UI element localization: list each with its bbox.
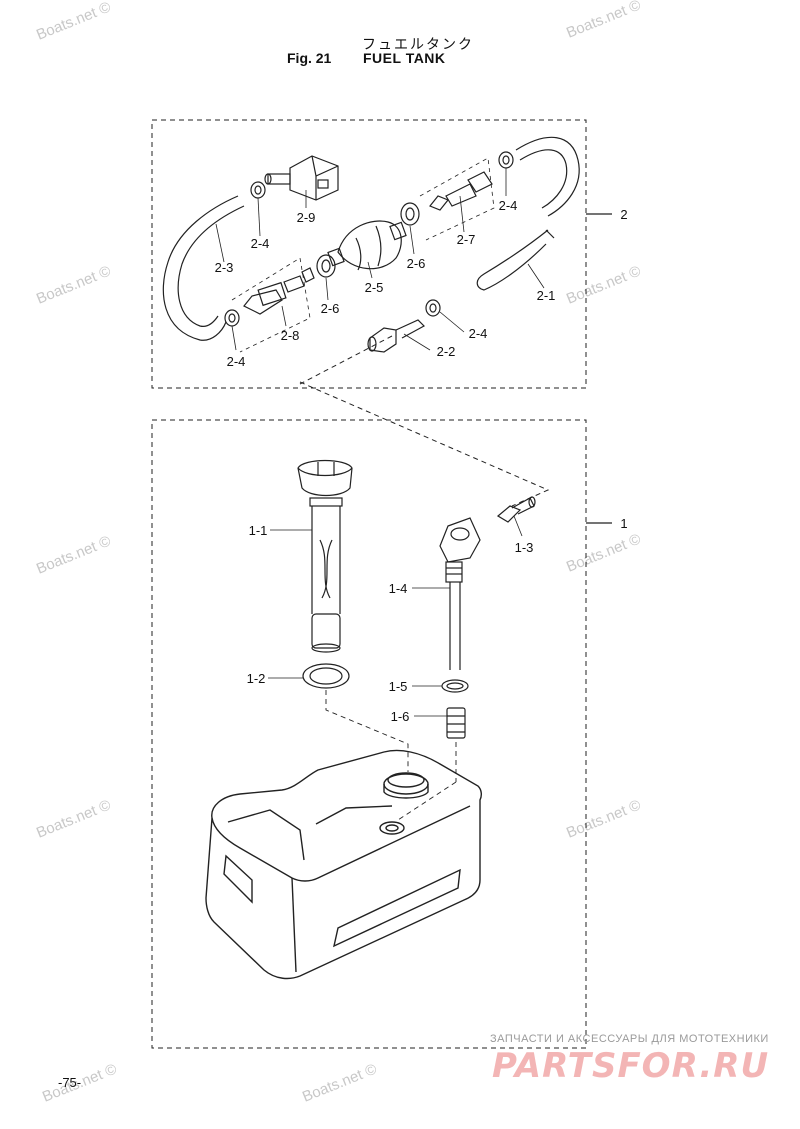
- callout-2-4: 2-4: [469, 326, 488, 341]
- part-2-4-clamp: [250, 181, 266, 199]
- part-2-3-hose: [162, 195, 245, 341]
- part-1-3-fitting: [496, 496, 536, 523]
- part-2-6-ring: [316, 254, 336, 278]
- part-2-6-ring: [400, 202, 420, 226]
- callout-2-3: 2-3: [215, 260, 234, 275]
- brand-tagline: ЗАПЧАСТИ И АКСЕССУАРЫ ДЛЯ МОТОТЕХНИКИ: [490, 1033, 769, 1045]
- title-japanese: フュエルタンク: [362, 37, 474, 53]
- figure-number: Fig. 21: [287, 50, 332, 66]
- part-2-4-clamp: [224, 309, 240, 327]
- callout-group-1: 1: [620, 516, 627, 531]
- part-2-9-connector: [264, 155, 339, 201]
- callout-2-8: 2-8: [281, 328, 300, 343]
- callout-1-1: 1-1: [249, 523, 268, 538]
- part-1-1-cap-gauge: [297, 459, 353, 653]
- part-2-2-connector: [367, 319, 425, 353]
- figure-title: FUEL TANK: [363, 50, 446, 66]
- callout-2-6: 2-6: [407, 256, 426, 271]
- page-number: -75-: [58, 1075, 82, 1090]
- callout-1-6: 1-6: [391, 709, 410, 724]
- callout-2-7: 2-7: [457, 232, 476, 247]
- part-2-4-clamp: [498, 151, 514, 169]
- connection-line: [299, 335, 393, 385]
- callout-1-3: 1-3: [515, 540, 534, 555]
- callout-2-2: 2-2: [437, 344, 456, 359]
- callout-2-9: 2-9: [297, 210, 316, 225]
- part-2-4-clamp: [425, 299, 441, 317]
- callout-group-2: 2: [620, 207, 627, 222]
- tank-assembly-frame: [151, 419, 587, 1049]
- callout-1-5: 1-5: [389, 679, 408, 694]
- callout-1-4: 1-4: [389, 581, 408, 596]
- fuel-tank: [205, 749, 483, 980]
- part-2-1-hose: [476, 136, 580, 291]
- part-2-8-coupler: [243, 267, 315, 315]
- part-2-5-primer-bulb: [327, 220, 407, 271]
- callout-1-2: 1-2: [247, 671, 266, 686]
- hose-assembly-frame: [151, 119, 587, 389]
- brand-logo: PARTSFOR.RU: [492, 1046, 770, 1086]
- callout-2-4: 2-4: [499, 198, 518, 213]
- connection-line: [299, 381, 550, 507]
- callout-2-4: 2-4: [227, 354, 246, 369]
- part-1-6-filter: [446, 707, 466, 739]
- part-1-5-ring: [441, 679, 469, 693]
- callout-2-1: 2-1: [537, 288, 556, 303]
- part-1-2-o-ring: [302, 663, 350, 689]
- callout-2-4: 2-4: [251, 236, 270, 251]
- part-1-4-elbow-tube: [439, 517, 481, 670]
- callout-2-6: 2-6: [321, 301, 340, 316]
- callout-2-5: 2-5: [365, 280, 384, 295]
- part-2-7-coupler: [429, 171, 493, 211]
